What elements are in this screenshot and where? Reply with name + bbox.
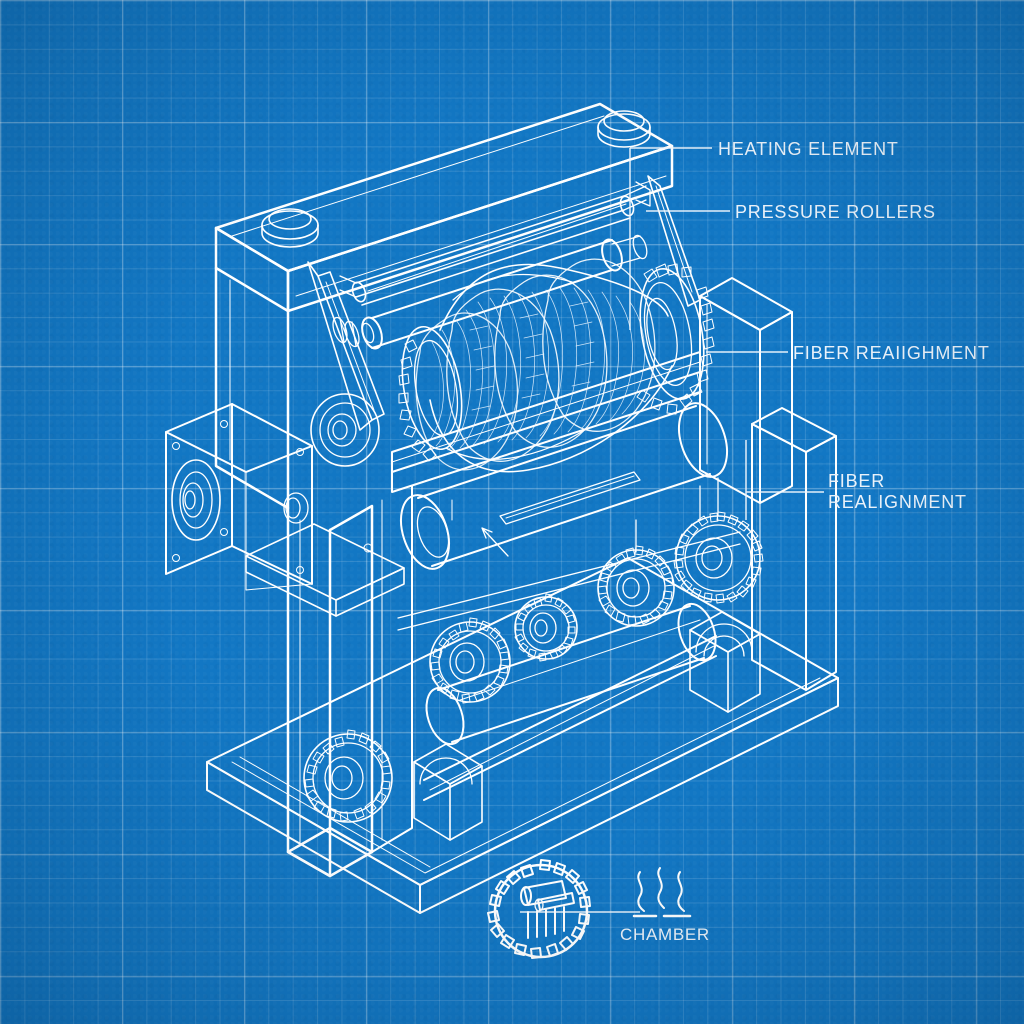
callout-chamber: CHAMBER [620,925,710,944]
heat-chamber-icon [632,867,692,918]
callout-heating-element: HEATING ELEMENT [718,139,899,159]
support-arm-right [647,175,701,307]
mid-shaft [397,531,741,631]
pillow-block-left [413,743,483,841]
pillow-block-right [689,611,761,713]
heating-element-bar [339,181,651,306]
callout-fiber-realignment-line2: REALIGNMENT [828,492,967,512]
gear-mid-left [429,617,511,704]
callout-leaders [520,147,824,913]
motor-housing [165,403,405,617]
gear-small [514,593,578,662]
gear-front-base [303,729,393,823]
callout-fiber-realighment: FIBER REAIIGHMENT [793,343,990,363]
roll-ridges [415,258,656,471]
gear-roller-fiber-icon [487,859,591,959]
pressure-roller-upper [332,234,648,350]
top-beam [214,102,674,313]
callout-pressure-rollers: PRESSURE ROLLERS [735,202,936,222]
bottom-shaft [423,635,717,801]
fiber-roll [398,258,715,473]
top-cap-boss-left [261,208,319,248]
rear-right-column [751,407,837,691]
rear-upright-right [699,277,793,504]
fiber-texture [427,287,646,451]
pressure-roller-lower [400,402,728,570]
support-arm-left [307,261,385,431]
gear-hangers [635,477,719,553]
gear-left-drive [310,393,380,467]
roll-end-gear-left [398,325,463,462]
top-cap-boss-right [597,110,651,148]
roll-end-gear [636,263,715,415]
detail-arrow [481,527,509,557]
callout-fiber-realignment-line1: FIBER [828,471,885,491]
middle-deck [391,351,701,493]
